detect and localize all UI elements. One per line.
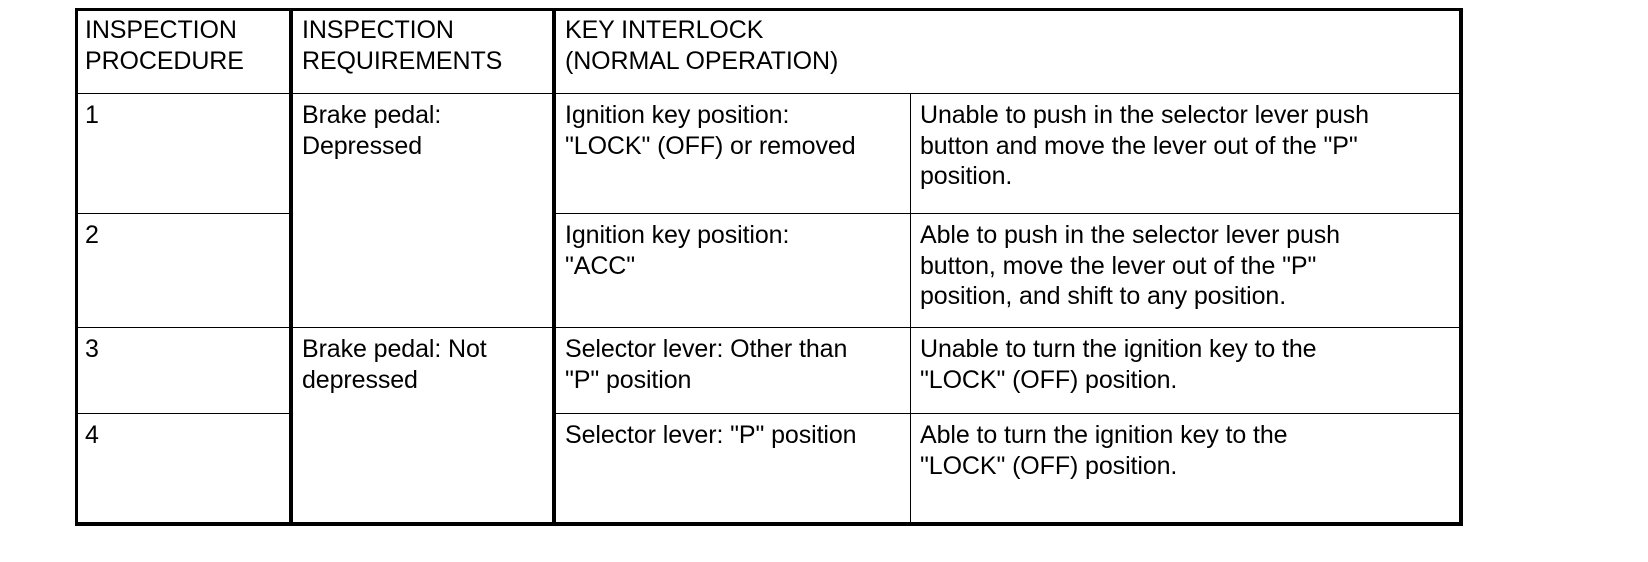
- cell-procedure-number-3: 3: [75, 327, 293, 414]
- cell-result-1: Unable to push in the selector lever pus…: [910, 93, 1463, 214]
- cell-procedure-number-2: 2: [75, 213, 293, 328]
- cell-result-2: Able to push in the selector lever push …: [910, 213, 1463, 328]
- table-row: 4 Selector lever: "P" position Able to t…: [75, 413, 1463, 526]
- header-inspection-procedure: INSPECTION PROCEDURE: [75, 8, 293, 94]
- cell-procedure-number-4: 4: [75, 413, 293, 526]
- table-header-row: INSPECTION PROCEDURE INSPECTION REQUIREM…: [75, 8, 1463, 94]
- header-key-interlock-normal-operation: KEY INTERLOCK (NORMAL OPERATION): [555, 8, 1463, 94]
- inspection-table-wrapper: INSPECTION PROCEDURE INSPECTION REQUIREM…: [75, 8, 1463, 526]
- table-row: 2 Ignition key position: "ACC" Able to p…: [75, 213, 1463, 328]
- cell-procedure-number-1: 1: [75, 93, 293, 214]
- cell-condition-3: Selector lever: Other than "P" position: [555, 327, 911, 414]
- cell-result-3: Unable to turn the ignition key to the "…: [910, 327, 1463, 414]
- cell-result-4: Able to turn the ignition key to the "LO…: [910, 413, 1463, 526]
- cell-requirements-brake-not-depressed: Brake pedal: Not depressed: [292, 327, 556, 526]
- cell-requirements-brake-depressed: Brake pedal: Depressed: [292, 93, 556, 328]
- cell-condition-4: Selector lever: "P" position: [555, 413, 911, 526]
- cell-condition-1: Ignition key position: "LOCK" (OFF) or r…: [555, 93, 911, 214]
- table-row: 3 Brake pedal: Not depressed Selector le…: [75, 327, 1463, 526]
- header-inspection-requirements: INSPECTION REQUIREMENTS: [292, 8, 556, 94]
- cell-condition-2: Ignition key position: "ACC": [555, 213, 911, 328]
- key-interlock-inspection-table: INSPECTION PROCEDURE INSPECTION REQUIREM…: [75, 8, 1463, 526]
- table-row: 1 Brake pedal: Depressed Ignition key po…: [75, 93, 1463, 328]
